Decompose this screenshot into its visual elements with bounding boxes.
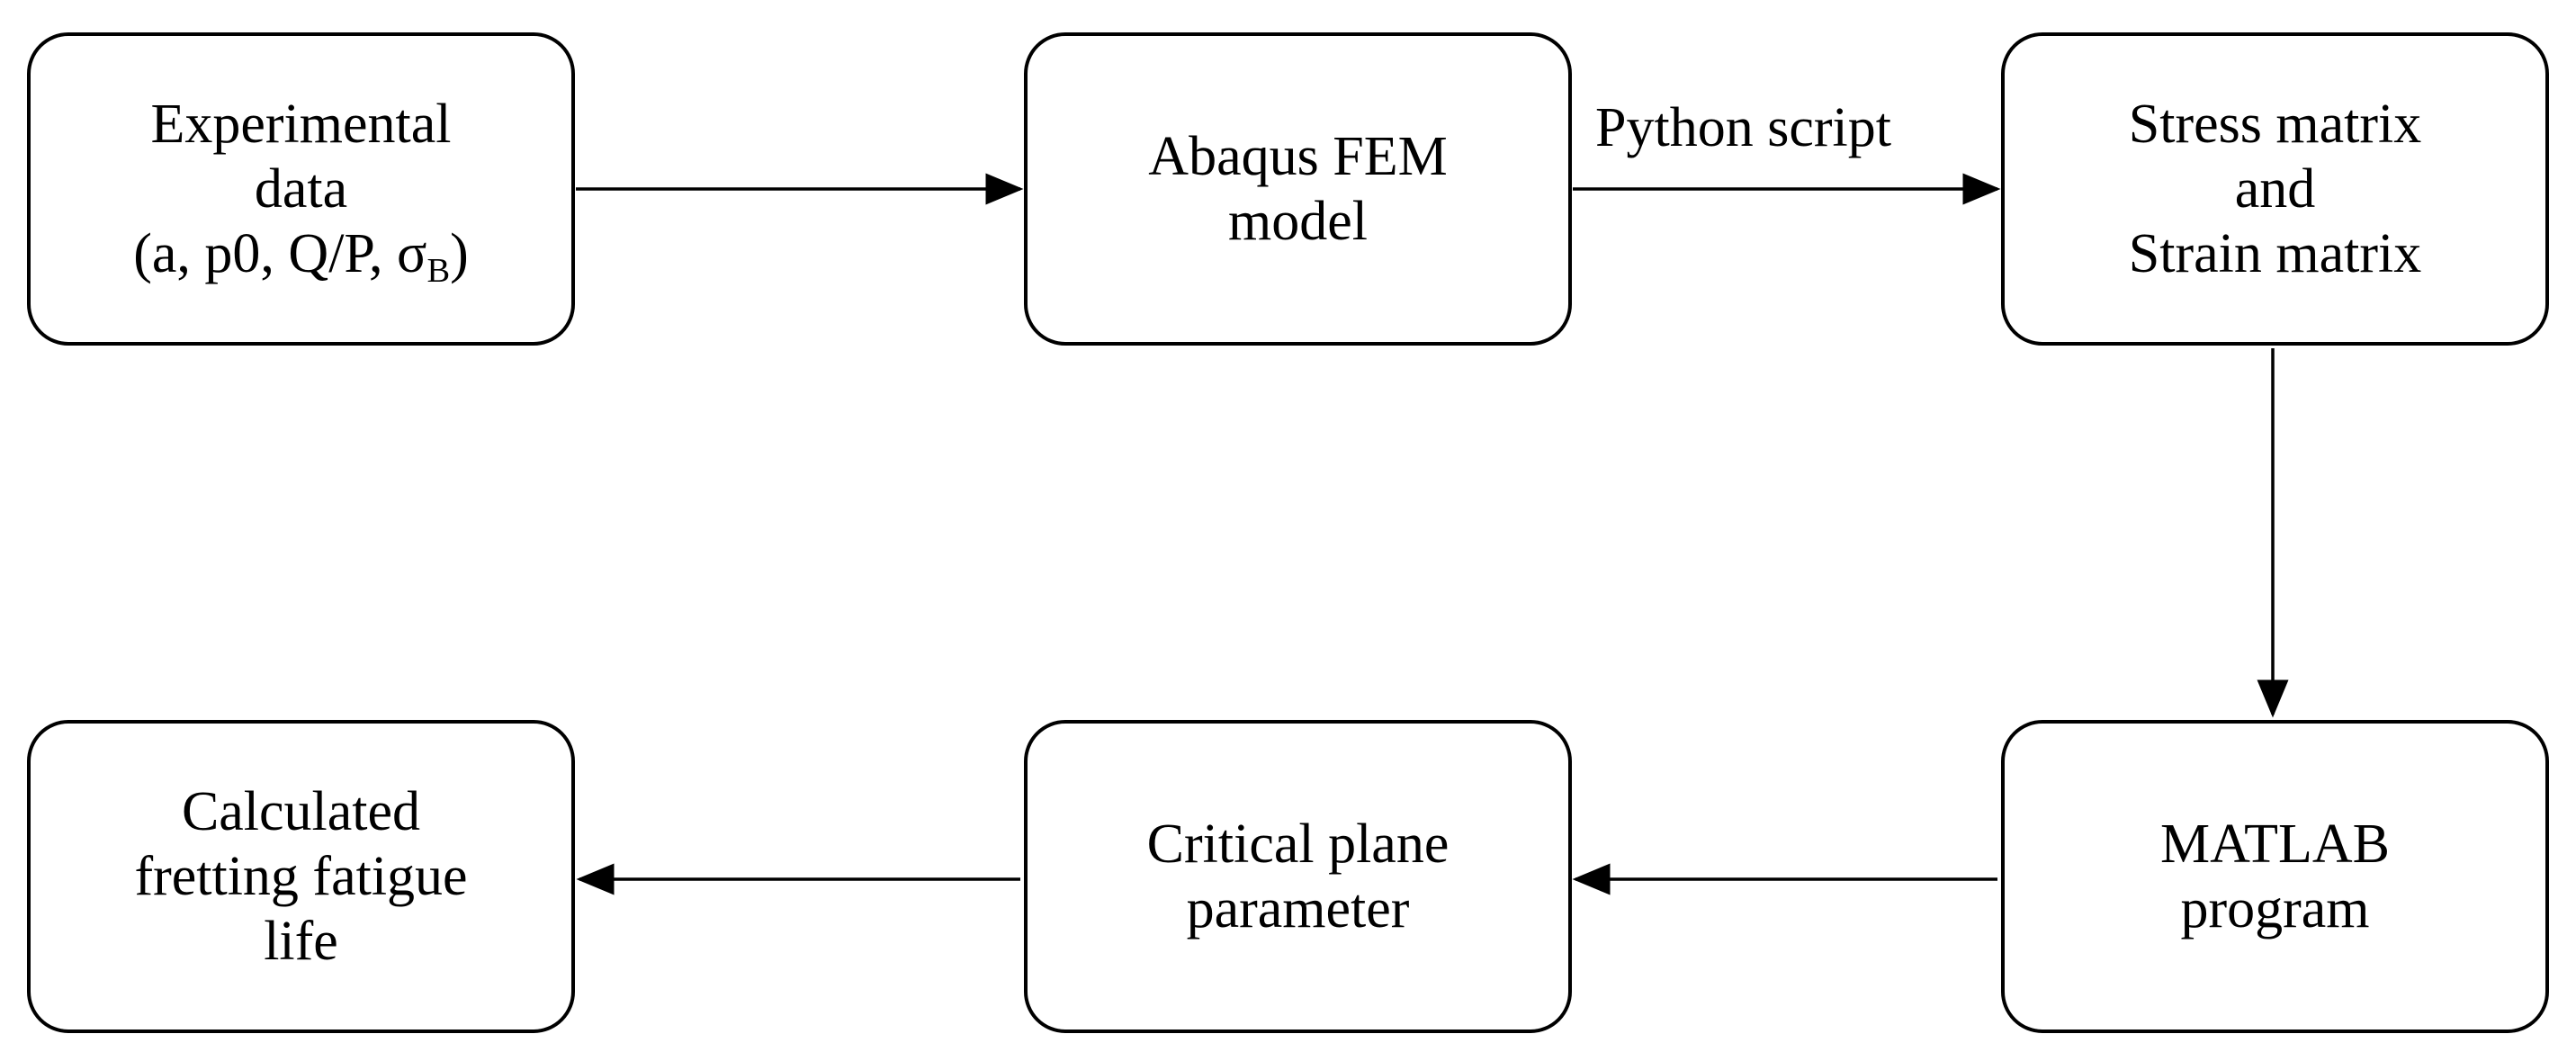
node-stress-strain-matrix-text: Stress matrix and Strain matrix — [2129, 92, 2421, 286]
node-experimental-data-params: (a, p0, Q/P, σ — [133, 223, 427, 284]
node-experimental-data-line3: (a, p0, Q/P, σB) — [133, 221, 469, 288]
node-calculated-fatigue-life-line1: Calculated — [181, 781, 421, 842]
node-calculated-fatigue-life-text: Calculated fretting fatigue life — [134, 779, 467, 974]
node-stress-strain-matrix-line1: Stress matrix — [2128, 94, 2422, 155]
node-stress-strain-matrix-line2: and — [2234, 158, 2316, 220]
node-experimental-data-line1: Experimental — [150, 94, 452, 155]
node-abaqus-fem-model-line2: model — [1228, 191, 1368, 252]
node-stress-strain-matrix: Stress matrix and Strain matrix — [2001, 32, 2549, 346]
node-stress-strain-matrix-line3: Strain matrix — [2128, 223, 2422, 284]
node-calculated-fatigue-life-line2: fretting fatigue — [134, 846, 468, 907]
node-experimental-data-subscript: B — [426, 251, 451, 290]
node-critical-plane-parameter: Critical plane parameter — [1024, 720, 1572, 1033]
node-matlab-program-line1: MATLAB — [2160, 814, 2390, 875]
node-calculated-fatigue-life: Calculated fretting fatigue life — [27, 720, 575, 1033]
node-abaqus-fem-model-line1: Abaqus FEM — [1148, 126, 1448, 187]
node-experimental-data-line2: data — [254, 158, 348, 220]
node-matlab-program-line2: program — [2180, 878, 2370, 940]
node-abaqus-fem-model: Abaqus FEM model — [1024, 32, 1572, 346]
node-experimental-data-params-end: ) — [450, 223, 469, 284]
node-experimental-data-text: Experimental data (a, p0, Q/P, σB) — [133, 92, 469, 288]
node-critical-plane-parameter-line2: parameter — [1186, 878, 1410, 940]
node-matlab-program-text: MATLAB program — [2160, 812, 2390, 941]
node-abaqus-fem-model-text: Abaqus FEM model — [1148, 124, 1447, 254]
node-experimental-data: Experimental data (a, p0, Q/P, σB) — [27, 32, 575, 346]
node-calculated-fatigue-life-line3: life — [264, 911, 338, 972]
node-critical-plane-parameter-line1: Critical plane — [1146, 814, 1450, 875]
node-matlab-program: MATLAB program — [2001, 720, 2549, 1033]
edge-label-python-script: Python script — [1595, 97, 1891, 158]
node-critical-plane-parameter-text: Critical plane parameter — [1147, 812, 1450, 941]
